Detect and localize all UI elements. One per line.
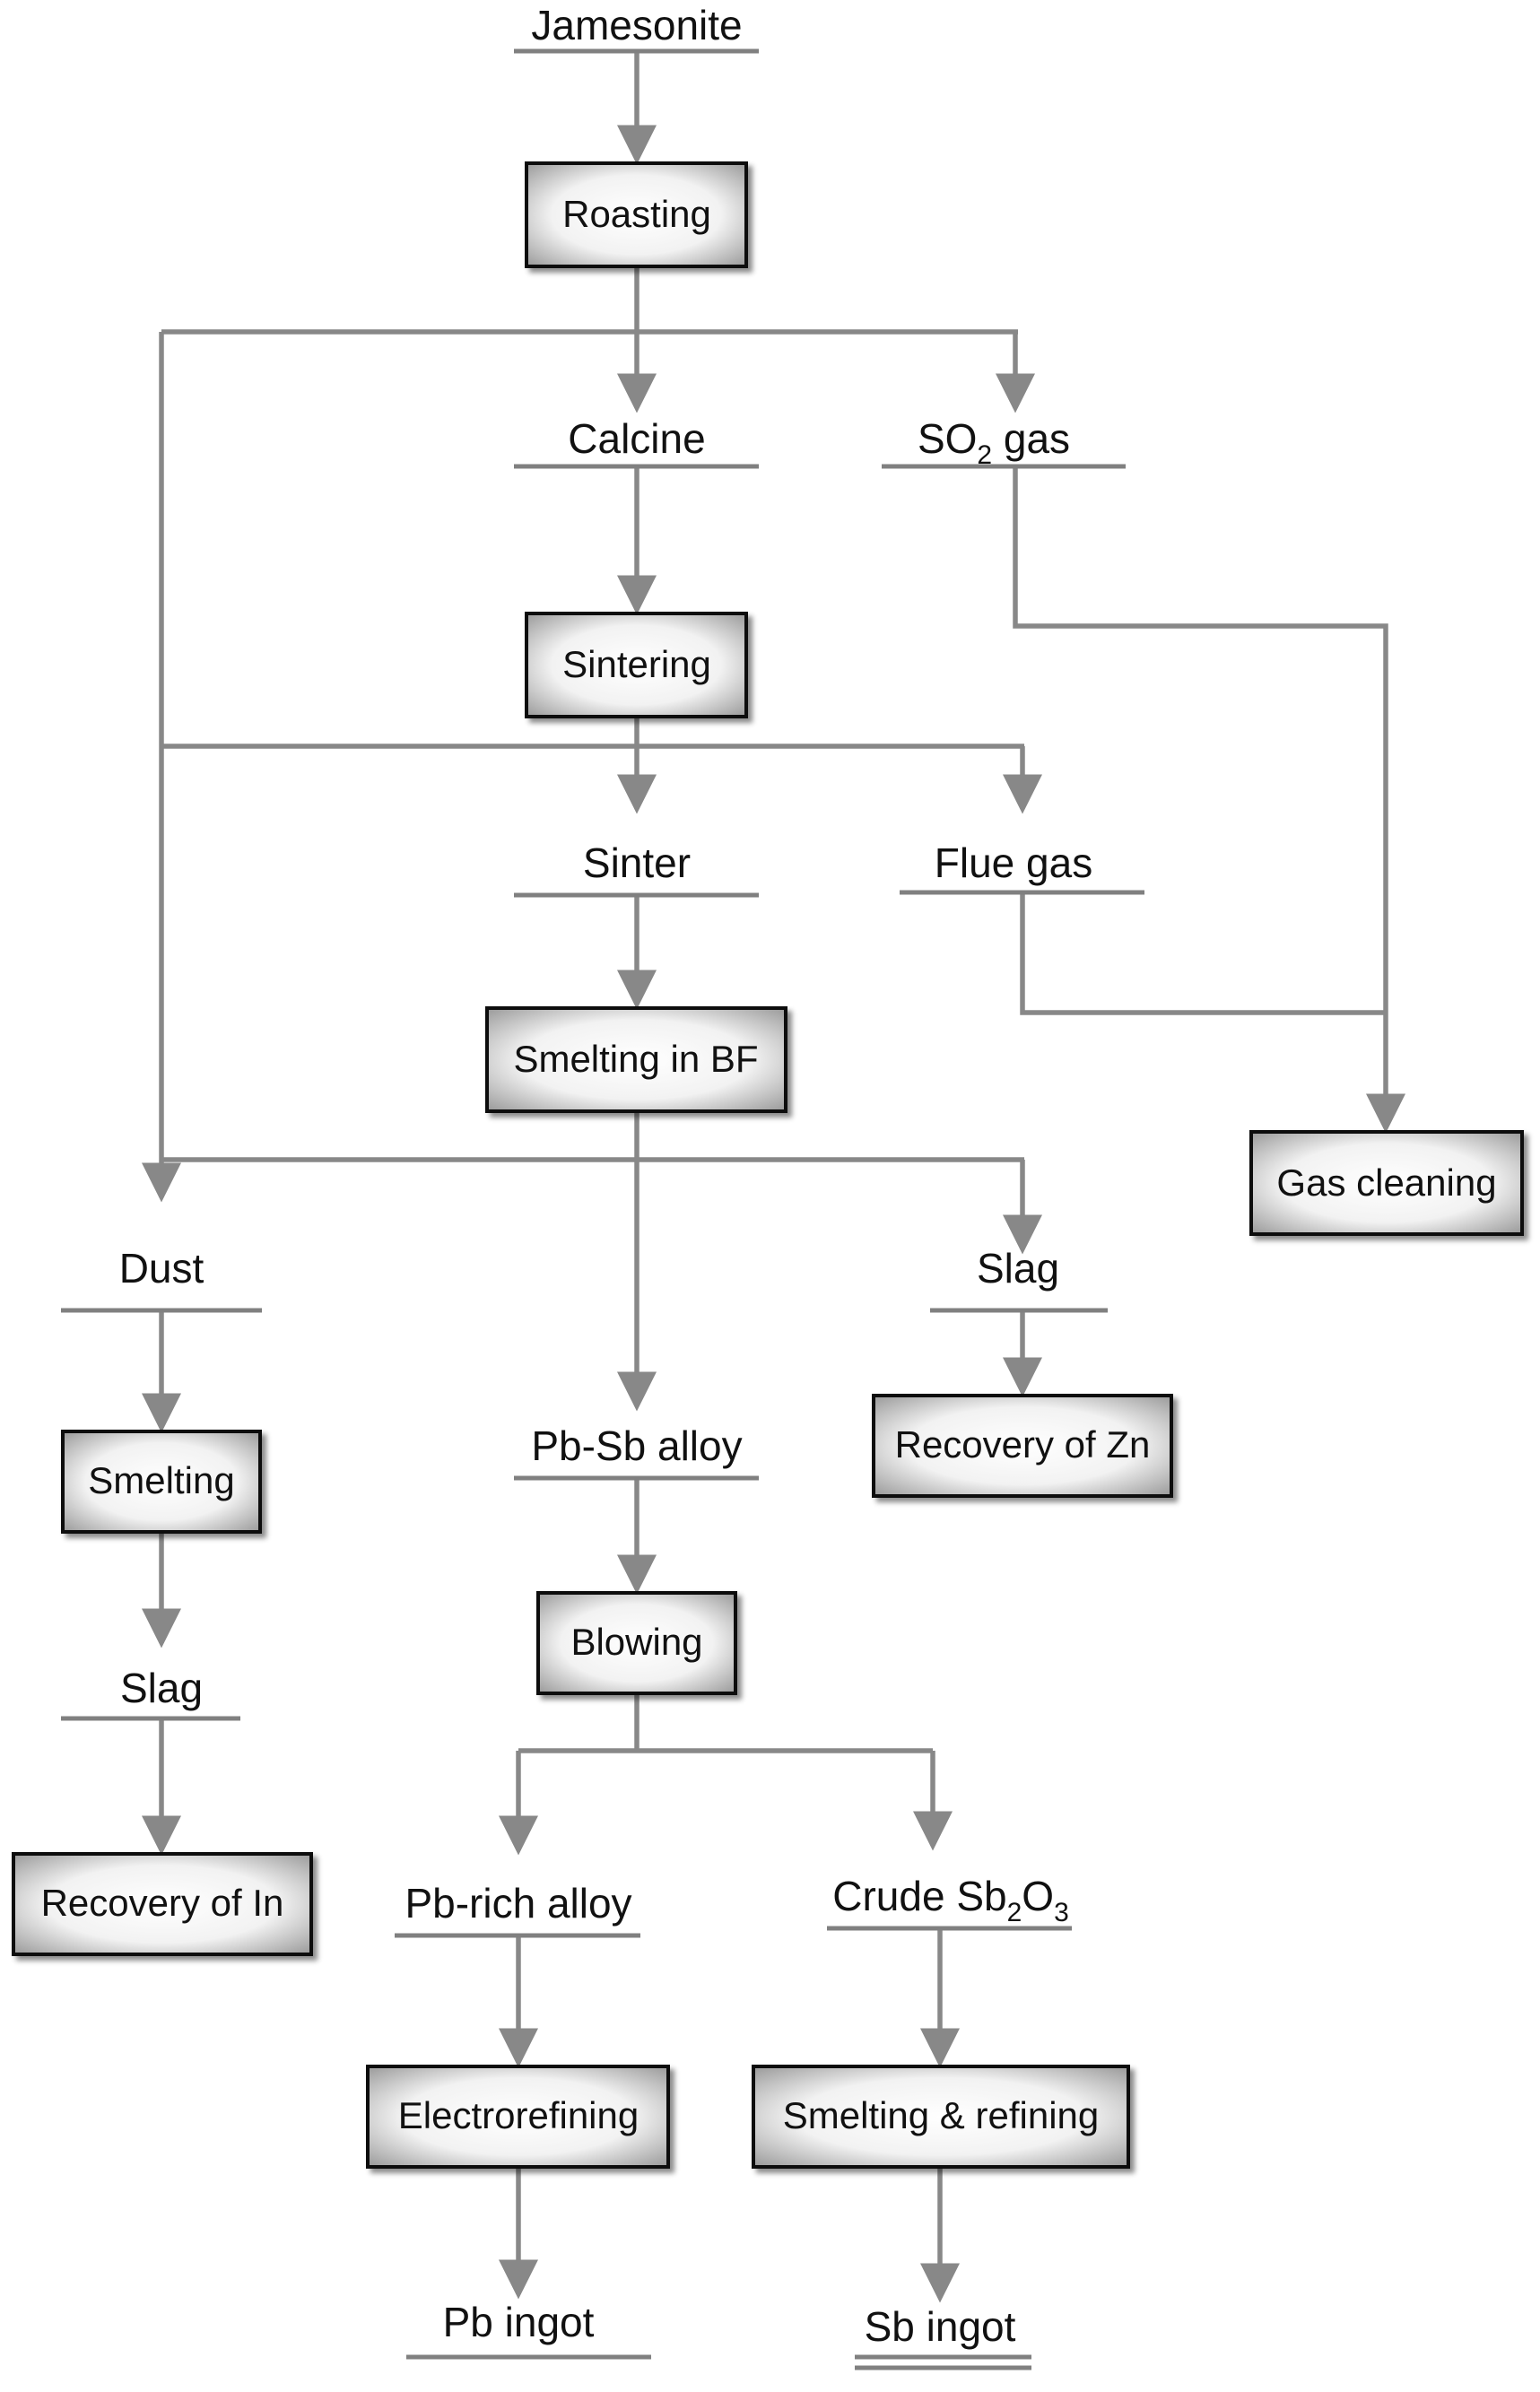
material-sb-ingot-label: Sb ingot xyxy=(865,2303,1016,2350)
process-blowing-label: Blowing xyxy=(570,1621,702,1663)
process-electrorefining: Electrorefining xyxy=(366,2065,670,2169)
material-pb-ingot-label: Pb ingot xyxy=(443,2299,595,2345)
process-roasting: Roasting xyxy=(525,161,748,268)
material-sinter-label: Sinter xyxy=(583,839,691,886)
crude-o-text: O xyxy=(1022,1873,1054,1919)
process-smelting-bf: Smelting in BF xyxy=(485,1006,787,1113)
material-jamesonite-label: Jamesonite xyxy=(531,2,742,48)
material-sb-ingot: Sb ingot xyxy=(855,2303,1031,2370)
material-crude-sb2o3: Crude Sb2O3 xyxy=(827,1873,1072,1931)
process-smelting-label: Smelting xyxy=(88,1459,234,1501)
process-recovery-zn: Recovery of Zn xyxy=(872,1394,1173,1498)
process-box xyxy=(872,1394,1173,1498)
processes: Roasting Sintering Smelting in BF Gas cl… xyxy=(12,161,1524,2169)
material-pb-sb-alloy: Pb-Sb alloy xyxy=(514,1422,759,1481)
process-smelting-refining-label: Smelting & refining xyxy=(783,2094,1100,2136)
crude-sb-text: Crude Sb xyxy=(832,1873,1006,1919)
process-recovery-in: Recovery of In xyxy=(12,1852,313,1956)
line-flue-to-gas-cleaning xyxy=(1020,894,1386,1015)
process-smelting-bf-label: Smelting in BF xyxy=(513,1038,758,1080)
material-sinter: Sinter xyxy=(514,839,759,898)
process-electrorefining-label: Electrorefining xyxy=(398,2094,639,2136)
so2-suffix: gas xyxy=(992,415,1070,462)
process-box xyxy=(1249,1130,1524,1236)
material-slag-bf: Slag xyxy=(930,1245,1108,1313)
process-smelting-refining: Smelting & refining xyxy=(752,2065,1130,2169)
process-box xyxy=(12,1852,313,1956)
process-box xyxy=(366,2065,670,2169)
material-pb-rich-alloy: Pb-rich alloy xyxy=(395,1880,640,1938)
process-recovery-zn-label: Recovery of Zn xyxy=(895,1423,1151,1466)
material-jamesonite: Jamesonite xyxy=(514,2,759,54)
material-pb-ingot: Pb ingot xyxy=(406,2299,651,2360)
process-box xyxy=(61,1430,262,1534)
materials: Jamesonite Calcine SO2 gas Sinter Flue g… xyxy=(61,2,1144,2370)
process-sintering-label: Sintering xyxy=(562,643,711,685)
material-dust-label: Dust xyxy=(119,1245,204,1292)
process-box xyxy=(752,2065,1130,2169)
so2-subscript: 2 xyxy=(977,440,992,470)
process-box xyxy=(525,612,748,718)
material-pb-rich-alloy-label: Pb-rich alloy xyxy=(405,1880,631,1927)
material-dust: Dust xyxy=(61,1245,262,1313)
material-so2-gas-label: SO2 gas xyxy=(918,415,1070,470)
crude-sub-2: 2 xyxy=(1007,1898,1022,1927)
material-pb-sb-alloy-label: Pb-Sb alloy xyxy=(531,1422,742,1469)
process-gas-cleaning: Gas cleaning xyxy=(1249,1130,1524,1236)
crude-sub-3: 3 xyxy=(1054,1898,1069,1927)
material-flue-gas-label: Flue gas xyxy=(935,839,1092,886)
process-recovery-in-label: Recovery of In xyxy=(41,1882,284,1924)
process-box xyxy=(525,161,748,268)
line-so2-to-gas-cleaning xyxy=(1013,468,1405,1134)
material-flue-gas: Flue gas xyxy=(900,839,1144,895)
process-box xyxy=(485,1006,787,1113)
material-so2-gas: SO2 gas xyxy=(882,415,1126,470)
material-slag-bf-label: Slag xyxy=(977,1245,1059,1292)
process-gas-cleaning-label: Gas cleaning xyxy=(1276,1161,1496,1204)
process-box xyxy=(536,1591,737,1695)
material-calcine-label: Calcine xyxy=(568,415,705,462)
so2-prefix: SO xyxy=(918,415,977,462)
connectors xyxy=(142,52,1405,2303)
process-sintering: Sintering xyxy=(525,612,748,718)
material-calcine: Calcine xyxy=(514,415,759,469)
process-roasting-label: Roasting xyxy=(562,193,711,235)
process-smelting: Smelting xyxy=(61,1430,262,1534)
material-slag-dust-label: Slag xyxy=(120,1665,203,1711)
material-slag-dust: Slag xyxy=(61,1665,240,1721)
material-crude-sb2o3-label: Crude Sb2O3 xyxy=(832,1873,1069,1927)
process-blowing: Blowing xyxy=(536,1591,737,1695)
